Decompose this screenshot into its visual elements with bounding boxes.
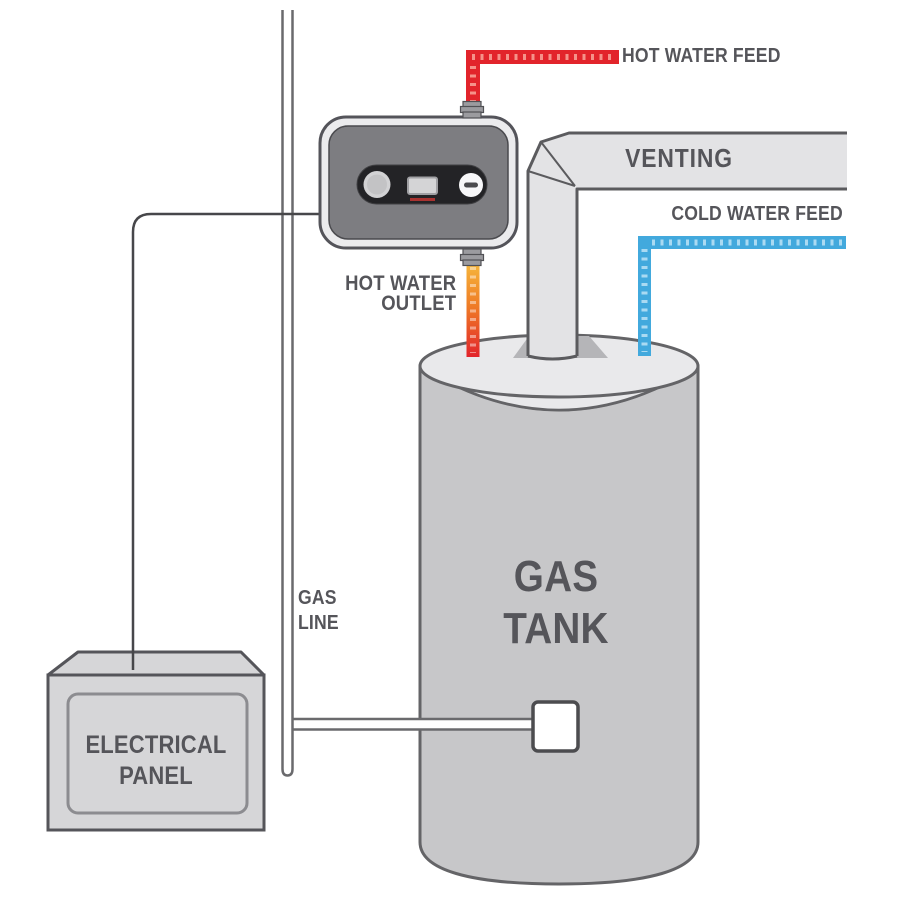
hot-water-feed-pipe [466, 50, 619, 108]
gas-branch-pipe [285, 717, 544, 731]
electrical-panel-label-line2: PANEL [119, 762, 193, 790]
hot-water-outlet-label-line2: OUTLET [381, 292, 456, 315]
temperature-display [407, 176, 438, 195]
display-indicator [410, 198, 435, 201]
cold-water-feed-label: COLD WATER FEED [671, 203, 843, 225]
gas-tank [418, 333, 700, 886]
cold-water-feed-pipe [638, 236, 846, 356]
electrical-panel-label-line1: ELECTRICAL [85, 731, 227, 759]
cold-water-feed-pipe-dashes [641, 239, 842, 352]
electrical-panel-label: ELECTRICAL PANEL [85, 730, 226, 792]
hot-water-outlet-label: HOT WATER OUTLET [344, 272, 456, 315]
hot-water-feed-pipe-dashes [470, 54, 615, 103]
control-knob-center [367, 174, 387, 195]
gas-valve-box [531, 700, 580, 753]
venting-label: VENTING [625, 143, 733, 173]
pipe-fitting-bottom [459, 248, 485, 267]
gas-line-pipe [281, 10, 580, 777]
vent-duct-fill [528, 133, 847, 359]
hot-water-outlet-label-line1: HOT WATER [344, 272, 456, 295]
gas-line-label: GAS LINE [298, 586, 339, 636]
hot-water-feed-label: HOT WATER FEED [622, 45, 781, 67]
hot-water-feed-pipe-body [466, 50, 619, 108]
gas-tank-label: GAS TANK [503, 551, 608, 655]
cold-water-feed-pipe-body [638, 236, 846, 356]
electrical-panel [46, 650, 266, 832]
power-wire [131, 212, 334, 670]
venting-duct [526, 131, 847, 361]
electrical-panel-door [66, 692, 249, 815]
pipe-fitting-top [459, 100, 485, 119]
gas-line-label-line1: GAS [298, 587, 337, 609]
gas-tank-label-line1: GAS [513, 552, 599, 601]
vent-elbow-facets [527, 141, 576, 187]
electrical-panel-front-face [46, 673, 266, 832]
gas-line-label-line2: LINE [298, 612, 339, 634]
electrical-panel-top-face [46, 650, 266, 677]
tankless-control-unit [318, 100, 519, 267]
power-button-logo [464, 182, 478, 188]
hot-water-outlet-pipe [466, 263, 480, 357]
gas-vertical-pipe [281, 10, 294, 777]
gas-tank-label-line2: TANK [503, 604, 609, 653]
hot-water-outlet-pipe-body [466, 263, 480, 357]
